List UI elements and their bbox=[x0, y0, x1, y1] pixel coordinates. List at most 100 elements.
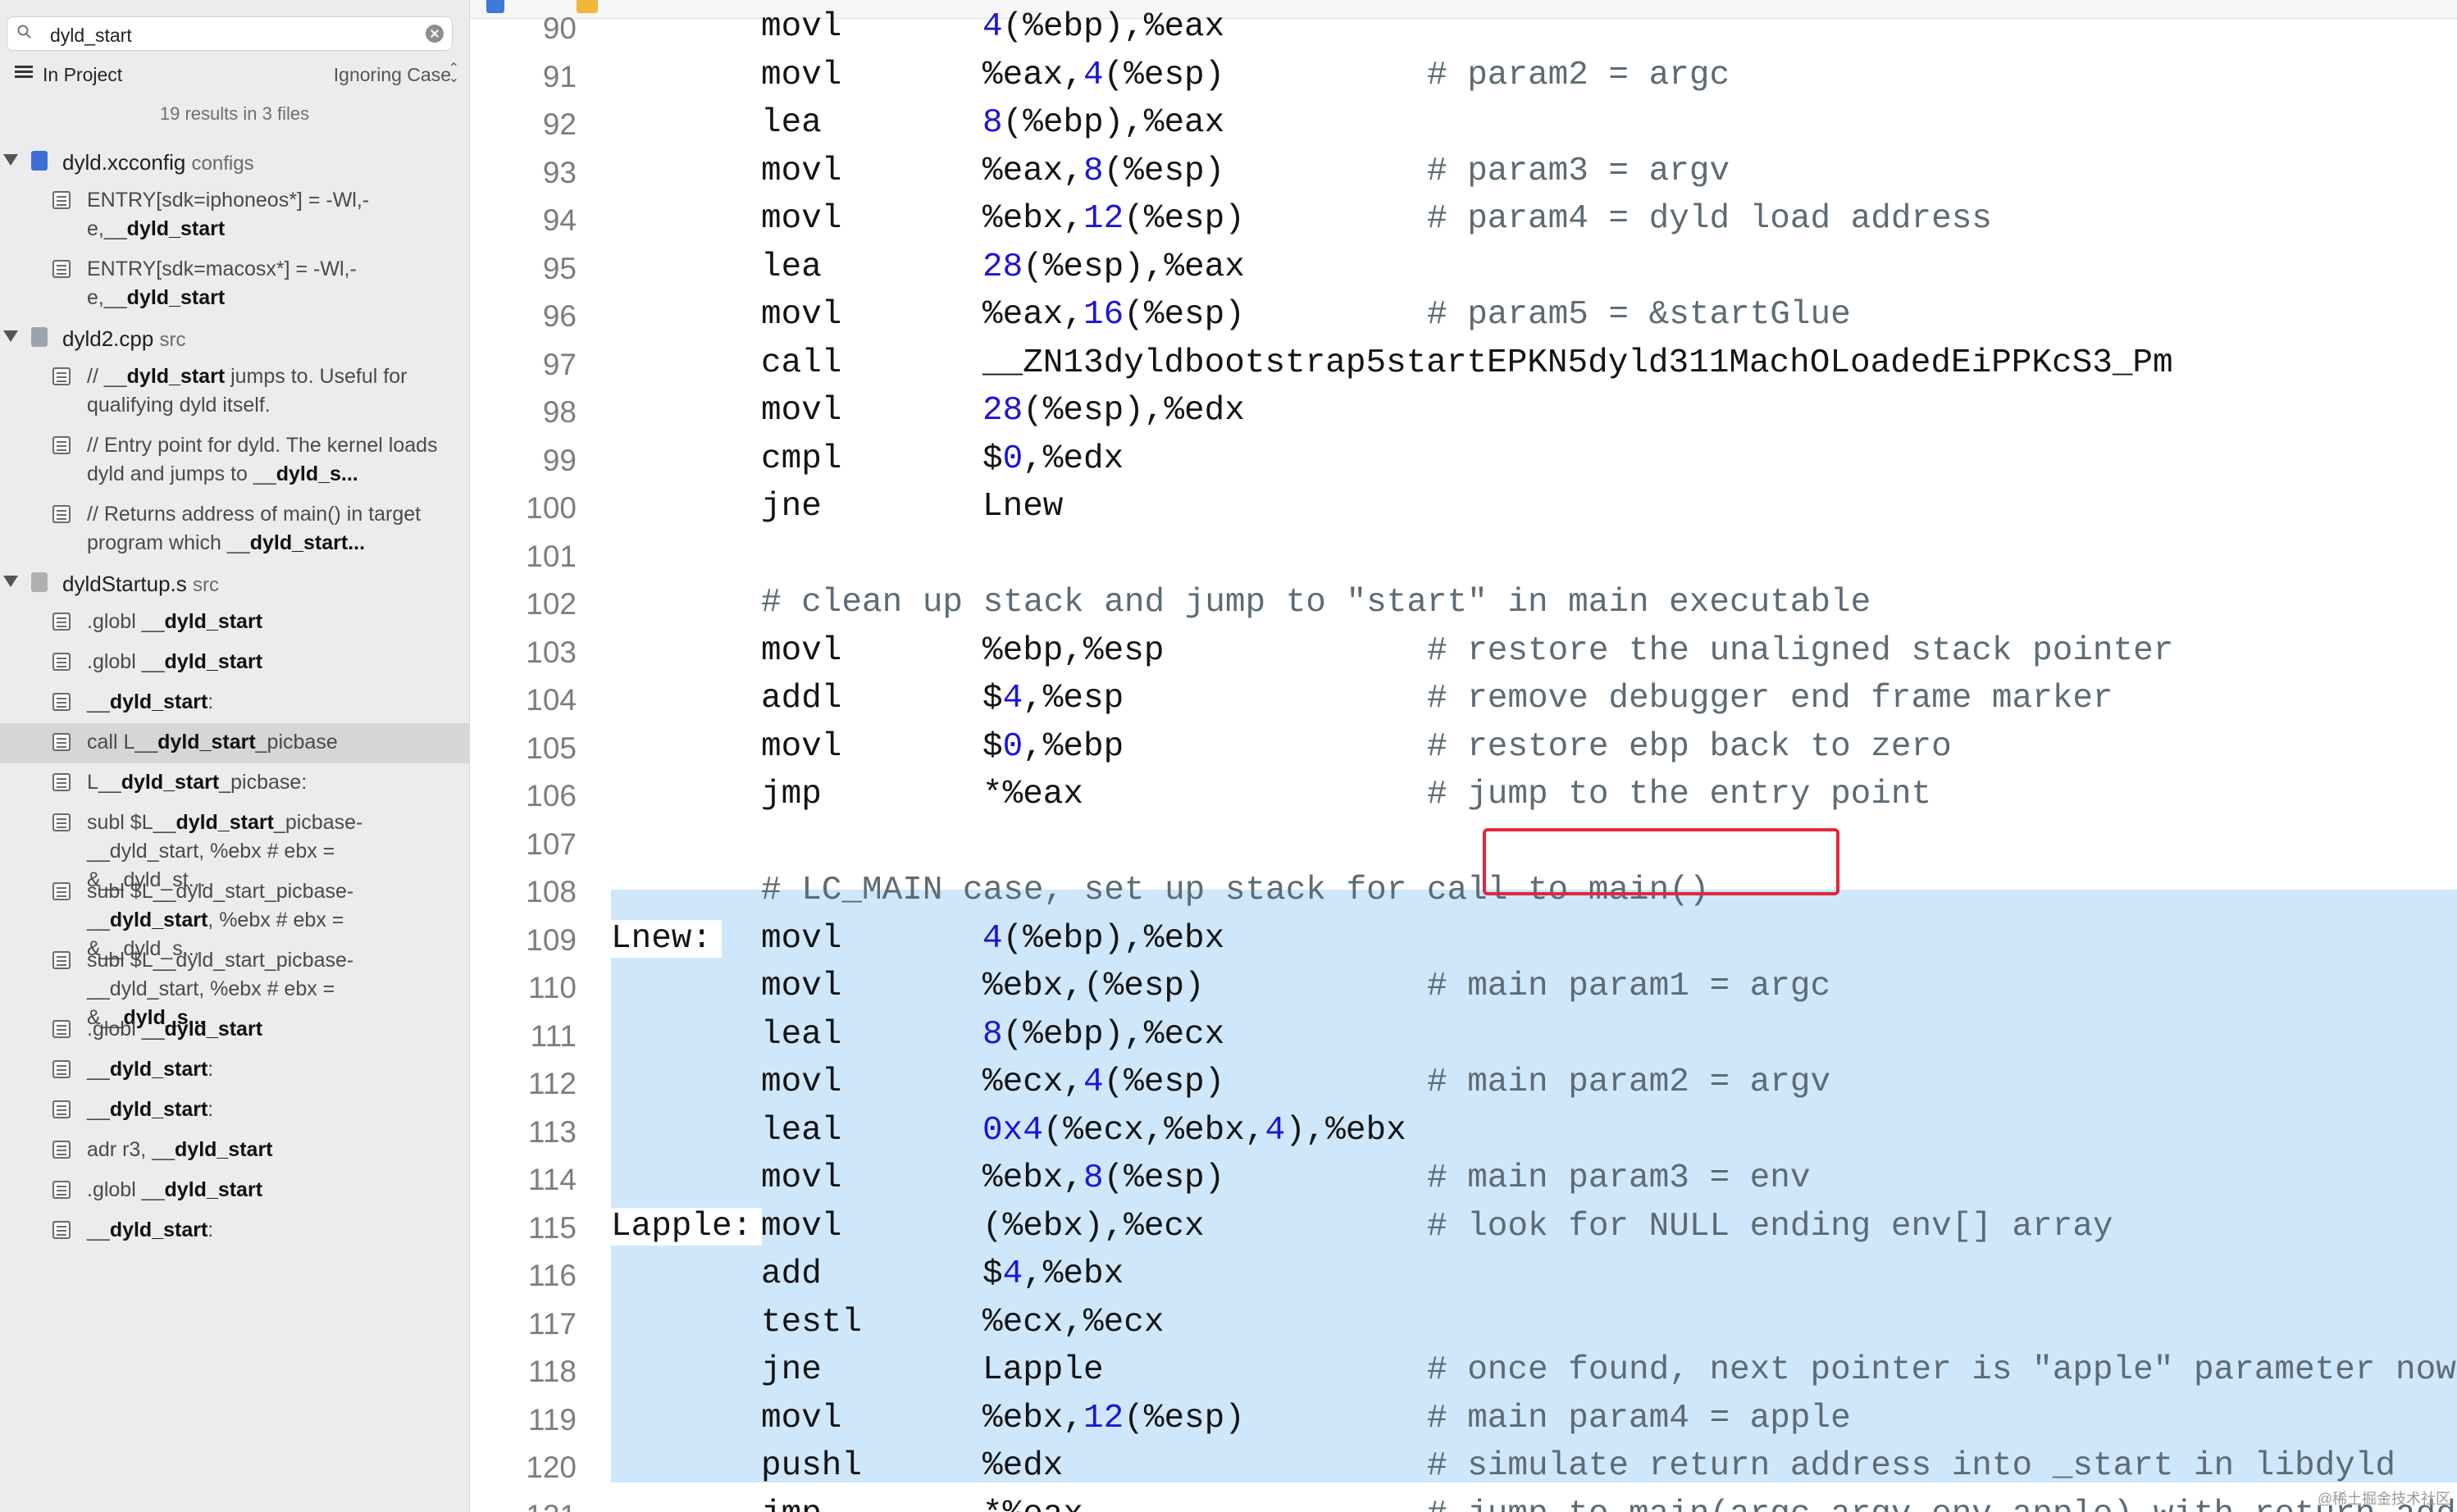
result-text: __dyld_start: bbox=[87, 1098, 214, 1121]
result-line-icon bbox=[52, 693, 71, 711]
file-group-row[interactable]: dyld.xcconfig configs bbox=[0, 143, 469, 181]
result-text: // Entry point for dyld. The kernel load… bbox=[87, 434, 438, 485]
search-result-row[interactable]: subl $L__dyld_start_picbase-__dyld_start… bbox=[0, 804, 469, 891]
code-text: jmp*%eax# jump to main(argc,argv,env,app… bbox=[761, 1496, 2457, 1512]
search-result-row[interactable]: adr r3, __dyld_start bbox=[0, 1131, 469, 1171]
code-text: movl%eax,16(%esp)# param5 = &startGlue bbox=[761, 296, 1851, 334]
search-result-row[interactable]: call L__dyld_start_picbase bbox=[0, 723, 469, 763]
scope-list-icon[interactable] bbox=[15, 66, 33, 79]
search-result-row[interactable]: .globl __dyld_start bbox=[0, 603, 469, 643]
line-number: 112 bbox=[528, 1067, 577, 1100]
code-comment: # main param4 = apple bbox=[1427, 1399, 1851, 1437]
asm-opcode: jne bbox=[761, 488, 822, 526]
result-text: L__dyld_start_picbase: bbox=[87, 771, 308, 794]
annotation-highlight-box bbox=[1483, 828, 1839, 895]
find-navigator: dyld_start In Project Ignoring Case ⌃⌄ 1… bbox=[0, 0, 470, 1512]
search-result-row[interactable]: __dyld_start: bbox=[0, 1211, 469, 1251]
scope-selector[interactable]: In Project bbox=[43, 64, 123, 85]
file-group-row[interactable]: dyldStartup.s src bbox=[0, 564, 469, 603]
asm-operands: %ebx,(%esp) bbox=[982, 968, 1205, 1005]
code-line[interactable]: 101 bbox=[470, 531, 2457, 579]
search-field[interactable]: dyld_start bbox=[7, 16, 453, 51]
code-text: # clean up stack and jump to "start" in … bbox=[761, 584, 1871, 622]
search-input[interactable]: dyld_start bbox=[50, 25, 132, 46]
line-number: 107 bbox=[526, 827, 577, 861]
asm-operands: Lapple bbox=[982, 1351, 1104, 1389]
code-comment: # param2 = argc bbox=[1427, 56, 1730, 94]
search-result-row[interactable]: subl $L__dyld_start_picbase-__dyld_start… bbox=[0, 872, 469, 960]
file-group-row[interactable]: dyld2.cpp src bbox=[0, 319, 469, 358]
search-result-row[interactable]: __dyld_start: bbox=[0, 683, 469, 723]
search-result-row[interactable]: // __dyld_start jumps to. Useful for qua… bbox=[0, 358, 469, 426]
search-result-row[interactable]: ENTRY[sdk=macosx*] = -Wl,-e,__dyld_start bbox=[0, 250, 469, 319]
disclosure-triangle-icon[interactable] bbox=[3, 576, 18, 587]
asm-opcode: addl bbox=[761, 680, 842, 717]
result-text: // Returns address of main() in target p… bbox=[87, 503, 422, 554]
line-number: 99 bbox=[542, 443, 577, 477]
code-line[interactable]: 121jmp*%eax# jump to main(argc,argv,env,… bbox=[470, 1491, 2457, 1512]
search-result-row[interactable]: .globl __dyld_start bbox=[0, 1171, 469, 1211]
result-text: .globl __dyld_start bbox=[87, 1018, 263, 1041]
asm-operands: %eax,8(%esp) bbox=[982, 152, 1225, 190]
case-selector[interactable]: Ignoring Case bbox=[333, 64, 451, 85]
watermark: @稀土掘金技术社区 bbox=[2317, 1491, 2450, 1507]
search-result-row[interactable]: __dyld_start: bbox=[0, 1091, 469, 1131]
search-result-row[interactable]: L__dyld_start_picbase: bbox=[0, 763, 469, 804]
search-result-row[interactable]: subl $L__dyld_start_picbase-__dyld_start… bbox=[0, 941, 469, 1029]
disclosure-triangle-icon[interactable] bbox=[3, 154, 18, 166]
asm-operands: *%eax bbox=[982, 776, 1084, 813]
result-text: ENTRY[sdk=iphoneos*] = -Wl,-e,__dyld_sta… bbox=[87, 189, 370, 240]
asm-operands: (%ebx),%ecx bbox=[982, 1207, 1205, 1246]
code-line[interactable]: 107 bbox=[470, 819, 2457, 867]
search-result-row[interactable]: .globl __dyld_start bbox=[0, 1010, 469, 1050]
disclosure-triangle-icon[interactable] bbox=[3, 330, 18, 342]
asm-opcode: movl bbox=[761, 152, 842, 190]
search-result-row[interactable]: ENTRY[sdk=iphoneos*] = -Wl,-e,__dyld_sta… bbox=[0, 181, 469, 250]
code-text: # LC_MAIN case, set up stack for call to… bbox=[761, 872, 1709, 909]
search-result-row[interactable]: .globl __dyld_start bbox=[0, 643, 469, 683]
result-text: ENTRY[sdk=macosx*] = -Wl,-e,__dyld_start bbox=[87, 257, 357, 309]
search-result-row[interactable]: // Entry point for dyld. The kernel load… bbox=[0, 426, 469, 495]
code-comment: # once found, next pointer is "apple" pa… bbox=[1427, 1351, 2457, 1389]
result-text: .globl __dyld_start bbox=[87, 1178, 263, 1201]
asm-operands: $0,%ebp bbox=[982, 727, 1124, 766]
search-result-row[interactable]: // Returns address of main() in target p… bbox=[0, 495, 469, 564]
search-result-row[interactable]: __dyld_start: bbox=[0, 1050, 469, 1091]
code-line[interactable]: 102# clean up stack and jump to "start" … bbox=[470, 579, 2457, 626]
code-comment: # main param1 = argc bbox=[1427, 968, 1831, 1005]
clear-search-icon[interactable] bbox=[426, 25, 444, 43]
code-line[interactable]: 108# LC_MAIN case, set up stack for call… bbox=[470, 867, 2457, 914]
asm-opcode: jmp bbox=[761, 776, 822, 813]
code-comment: # jump to the entry point bbox=[1427, 776, 1932, 813]
asm-opcode: jmp bbox=[761, 1496, 982, 1512]
